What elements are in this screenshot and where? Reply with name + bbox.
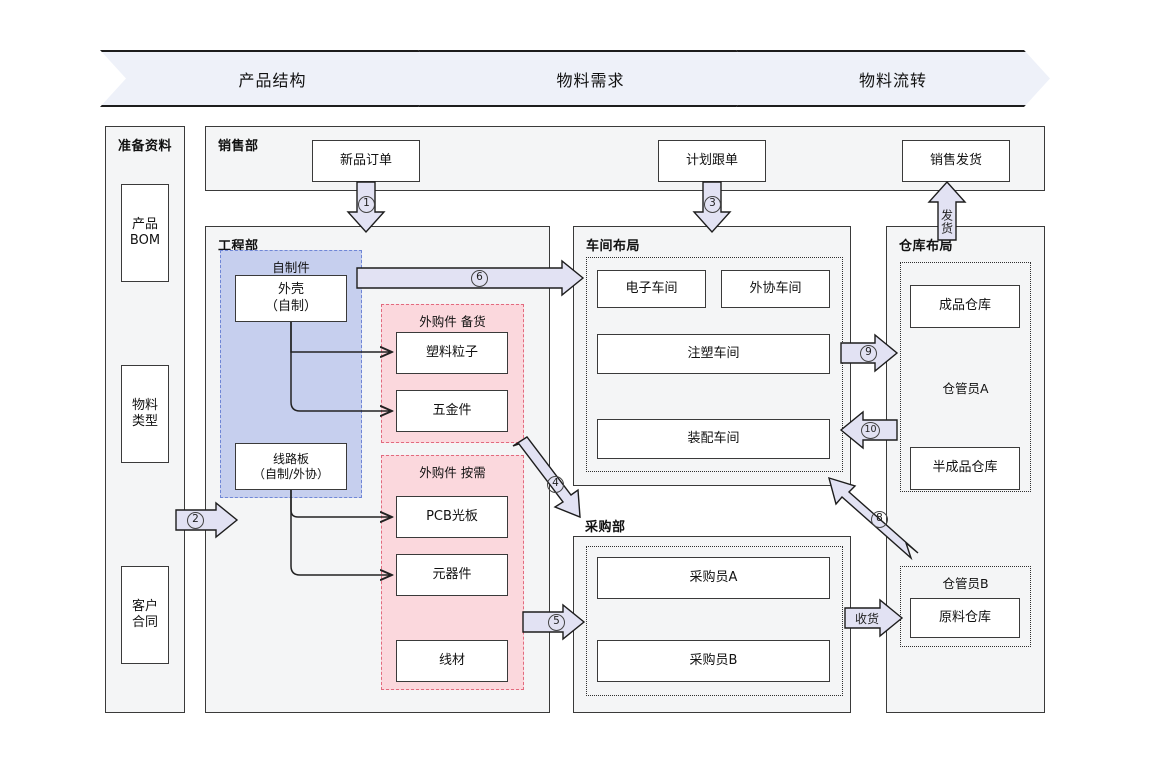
purchasing-item-buyer-a[interactable]: 采购员A [597, 557, 830, 599]
warehouse-item-semi-finished[interactable]: 半成品仓库 [910, 447, 1020, 490]
sales-item-plan-tracking[interactable]: 计划跟单 [658, 140, 766, 182]
prep-item-material-type[interactable]: 物料 类型 [121, 365, 169, 463]
purchased-stock-item-plastic-pellets[interactable]: 塑料粒子 [396, 332, 508, 374]
purchased-ondemand-item-pcb-blank[interactable]: PCB光板 [396, 496, 508, 538]
purchased-ondemand-item-pcb-blank-label: PCB光板 [426, 508, 478, 524]
purchased-ondemand-item-components-label: 元器件 [432, 566, 472, 582]
banner-stage-2-label: 物料需求 [556, 70, 625, 90]
arrow-2-label: 2 [187, 512, 204, 529]
prep-item-product-bom-label: 产品 BOM [129, 216, 161, 248]
purchasing-item-buyer-b[interactable]: 采购员B [597, 640, 830, 682]
group-warehouse-keeper-a [900, 262, 1031, 492]
purchased-stock-item-hardware-label: 五金件 [432, 402, 472, 418]
prep-item-material-type-label: 物料 类型 [131, 397, 158, 429]
panel-sales-title: 销售部 [218, 139, 259, 154]
group-purchased-stock-label: 外购件 备货 [419, 314, 486, 329]
panel-workshop-title: 车间布局 [586, 239, 641, 254]
banner-stage-1[interactable]: 产品结构 [100, 50, 445, 107]
self-made-item-shell-label: 外壳 （自制） [264, 282, 317, 314]
warehouse-keeper-a-label: 仓管员A [942, 381, 989, 396]
panel-warehouse-title: 仓库布局 [899, 239, 954, 254]
prep-item-customer-contract-label: 客户 合同 [131, 598, 158, 630]
workshop-item-assembly-label: 装配车间 [687, 430, 740, 446]
warehouse-keeper-b-label: 仓管员B [942, 576, 989, 591]
warehouse-item-finished-goods-label: 成品仓库 [938, 298, 991, 314]
workshop-item-injection[interactable]: 注塑车间 [597, 334, 830, 374]
purchased-stock-item-hardware[interactable]: 五金件 [396, 390, 508, 432]
prep-item-customer-contract[interactable]: 客户 合同 [121, 566, 169, 664]
warehouse-item-raw-material[interactable]: 原料仓库 [910, 598, 1020, 638]
banner-stage-2[interactable]: 物料需求 [418, 50, 763, 107]
banner-stage-3[interactable]: 物料流转 [736, 50, 1050, 107]
process-banner: 产品结构 物料需求 物料流转 [100, 50, 1050, 103]
banner-stage-1-label: 产品结构 [238, 70, 307, 90]
purchased-ondemand-item-components[interactable]: 元器件 [396, 554, 508, 596]
self-made-item-pcb-board[interactable]: 线路板 （自制/外协） [235, 443, 347, 490]
arrow-shipment-label: 发货 [939, 209, 954, 235]
arrow-1-label: 1 [358, 196, 375, 213]
arrow-6-label: 6 [471, 270, 488, 287]
purchased-ondemand-item-wire[interactable]: 线材 [396, 640, 508, 682]
sales-item-new-order[interactable]: 新品订单 [312, 140, 420, 182]
sales-item-new-order-label: 新品订单 [339, 152, 392, 168]
workshop-item-injection-label: 注塑车间 [687, 345, 740, 361]
arrow-4-label: 4 [547, 476, 564, 493]
arrow-receive-label: 收货 [854, 611, 879, 626]
panel-prep-materials-title: 准备资料 [117, 139, 172, 154]
arrow-8-label: 8 [871, 511, 888, 528]
sales-item-sales-shipment[interactable]: 销售发货 [902, 140, 1010, 182]
sales-item-sales-shipment-label: 销售发货 [929, 152, 982, 168]
warehouse-item-semi-finished-label: 半成品仓库 [932, 460, 998, 476]
workshop-item-outsourcing[interactable]: 外协车间 [721, 270, 830, 308]
purchased-stock-item-plastic-pellets-label: 塑料粒子 [425, 344, 478, 360]
banner-stage-3-label: 物料流转 [858, 70, 927, 90]
prep-item-product-bom[interactable]: 产品 BOM [121, 184, 169, 282]
workshop-item-electronics-label: 电子车间 [625, 280, 678, 296]
purchased-ondemand-item-wire-label: 线材 [438, 652, 465, 668]
warehouse-item-finished-goods[interactable]: 成品仓库 [910, 285, 1020, 328]
sales-item-plan-tracking-label: 计划跟单 [685, 152, 738, 168]
group-purchased-ondemand-label: 外购件 按需 [419, 465, 486, 480]
arrow-9-label: 9 [859, 345, 878, 362]
workshop-item-electronics[interactable]: 电子车间 [597, 270, 706, 308]
arrow-10-label: 10 [860, 422, 881, 439]
self-made-item-shell[interactable]: 外壳 （自制） [235, 275, 347, 322]
self-made-item-pcb-board-label: 线路板 （自制/外协） [252, 451, 330, 481]
arrow-3-label: 3 [704, 196, 721, 213]
workshop-item-outsourcing-label: 外协车间 [749, 280, 802, 296]
group-purchasing-inner [586, 546, 843, 696]
arrow-5-label: 5 [548, 614, 565, 631]
purchasing-item-buyer-a-label: 采购员A [689, 569, 738, 585]
purchasing-item-buyer-b-label: 采购员B [689, 652, 738, 668]
group-self-made-label: 自制件 [272, 260, 310, 275]
workshop-item-assembly[interactable]: 装配车间 [597, 419, 830, 459]
warehouse-item-raw-material-label: 原料仓库 [938, 609, 991, 625]
panel-purchasing-title: 采购部 [585, 520, 626, 535]
